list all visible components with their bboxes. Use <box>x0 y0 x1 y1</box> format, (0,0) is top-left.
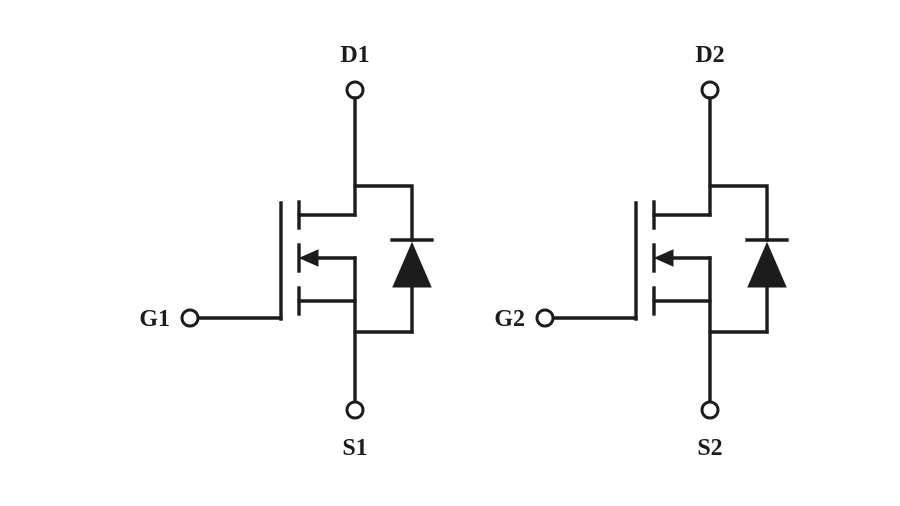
drain-terminal <box>345 80 365 100</box>
drain-label: D2 <box>695 42 724 68</box>
mosfet-2: D2 G2 S2 <box>494 42 789 461</box>
mosfet-1: D1 G1 S1 <box>139 42 434 461</box>
source-label: S2 <box>697 435 722 461</box>
drain-label: D1 <box>340 42 369 68</box>
body-diode-cathode-branch <box>708 184 769 242</box>
source-label: S1 <box>342 435 367 461</box>
gate-terminal <box>535 308 555 328</box>
body-diode-triangle <box>392 241 432 288</box>
gate-label: G2 <box>494 306 525 332</box>
gate-label: G1 <box>139 306 170 332</box>
source-terminal <box>700 400 720 420</box>
body-diode-triangle <box>747 241 787 288</box>
source-terminal <box>345 400 365 420</box>
gate-terminal <box>180 308 200 328</box>
body-diode-cathode-branch <box>353 184 414 242</box>
drain-terminal <box>700 80 720 100</box>
